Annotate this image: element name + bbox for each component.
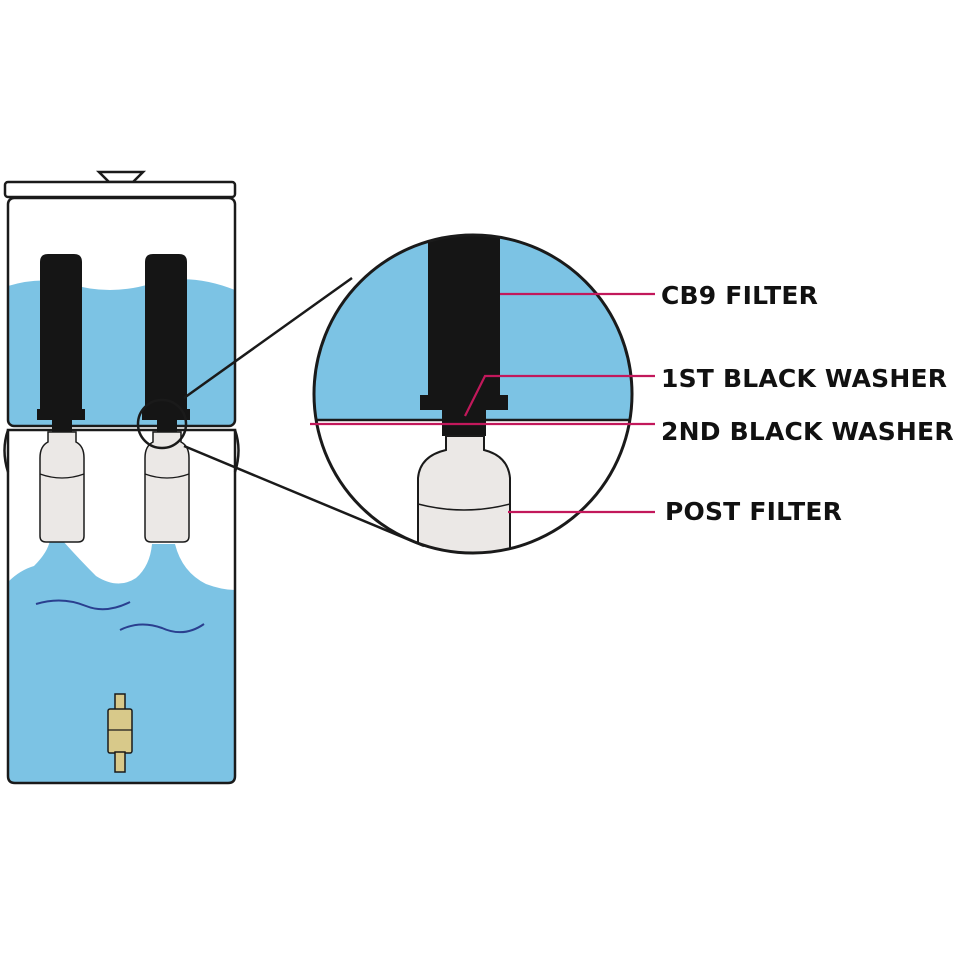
zoom-cb9-filter [428, 235, 500, 396]
cb9-filter-right [145, 254, 187, 410]
lid [3, 170, 237, 199]
zoom-connectors [183, 276, 425, 548]
brass-spigot-icon [107, 693, 133, 773]
filter-base-left [37, 409, 85, 420]
post-filter-left [39, 431, 85, 543]
lid-rim [3, 180, 237, 199]
zoom-filter-base [420, 395, 508, 410]
cb9-filter-left [40, 254, 82, 410]
filter-base-right [142, 409, 190, 420]
lower-chamber [3, 428, 240, 785]
washers-right [157, 420, 177, 432]
callout-first-washer [464, 374, 655, 417]
water-ripple [35, 599, 131, 611]
cb9-filter-label: CB9 FILTER [661, 281, 819, 310]
first-black-washer-label: 1ST BLACK WASHER [661, 364, 948, 393]
focus-circle [136, 398, 188, 450]
water-ripple [119, 623, 205, 634]
post-filter-right [144, 431, 190, 543]
post-filter-label: POST FILTER [665, 497, 843, 526]
right-filter-assembly [142, 254, 190, 543]
callout-lines [310, 292, 655, 514]
second-black-washer-label: 2ND BLACK WASHER [661, 417, 954, 446]
lid-knob-icon [95, 170, 147, 184]
zoom-post-filter [417, 435, 511, 553]
washers-left [52, 420, 72, 432]
left-filter-assembly [37, 254, 85, 543]
